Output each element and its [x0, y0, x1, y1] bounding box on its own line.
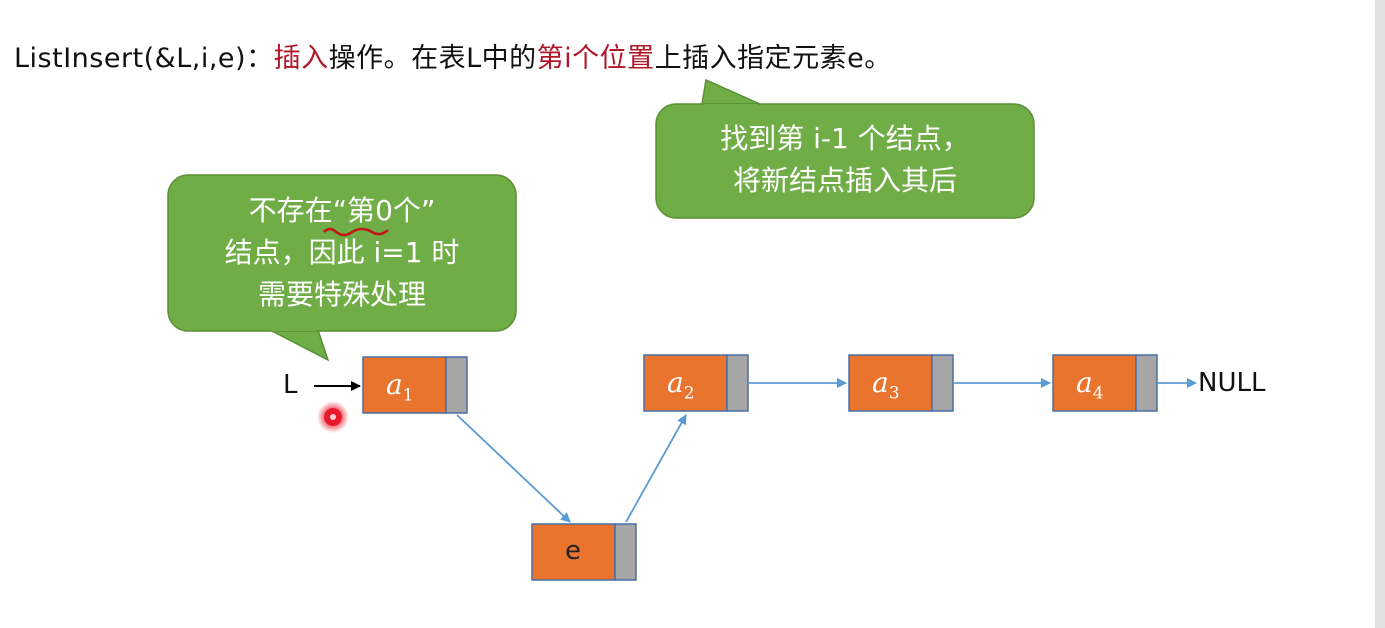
node-a3-label: a3 [872, 366, 900, 404]
bubble-right-text: 找到第 i-1 个结点， 将新结点插入其后 [656, 118, 1034, 202]
node-a3 [848, 354, 954, 412]
node-e [531, 523, 637, 581]
node-a4 [1052, 354, 1158, 412]
link-a1-to-e [456, 414, 571, 523]
null-label: NULL [1198, 368, 1266, 398]
bubble-right-line1: 找到第 i-1 个结点， [720, 122, 970, 155]
bubble-left-line1: 不存在“第0个” [248, 194, 436, 227]
title-highlight-position: 第i个位置 [536, 43, 655, 74]
link-e-to-a2 [625, 414, 687, 523]
red-underline-annotation [323, 227, 389, 237]
page-title: ListInsert(&L,i,e)：插入操作。在表L中的第i个位置上插入指定元… [14, 36, 892, 75]
title-highlight-insert: 插入 [273, 43, 329, 74]
bubble-right-line2: 将新结点插入其后 [732, 164, 957, 197]
bubble-left-line2: 结点，因此 i=1 时 [224, 236, 460, 269]
callout-bubble-left [167, 174, 517, 362]
window-edge [1375, 0, 1385, 628]
cursor-dot-icon [317, 401, 349, 433]
node-a2 [643, 354, 749, 412]
title-suffix: 上插入指定元素e。 [654, 43, 892, 74]
title-prefix: ListInsert(&L,i,e)： [14, 43, 274, 74]
bubble-left-text: 不存在“第0个” 结点，因此 i=1 时 需要特殊处理 [168, 190, 516, 316]
bubble-left-line3: 需要特殊处理 [257, 278, 426, 311]
title-middle: 操作。在表L中的 [328, 43, 537, 74]
node-a1-label: a1 [386, 368, 414, 406]
node-a2-label: a2 [667, 366, 695, 404]
callout-bubble-right [655, 78, 1035, 219]
new-node-label: e [565, 536, 581, 566]
node-a1 [362, 356, 468, 414]
node-a4-label: a4 [1076, 366, 1104, 404]
head-label: L [283, 370, 298, 400]
